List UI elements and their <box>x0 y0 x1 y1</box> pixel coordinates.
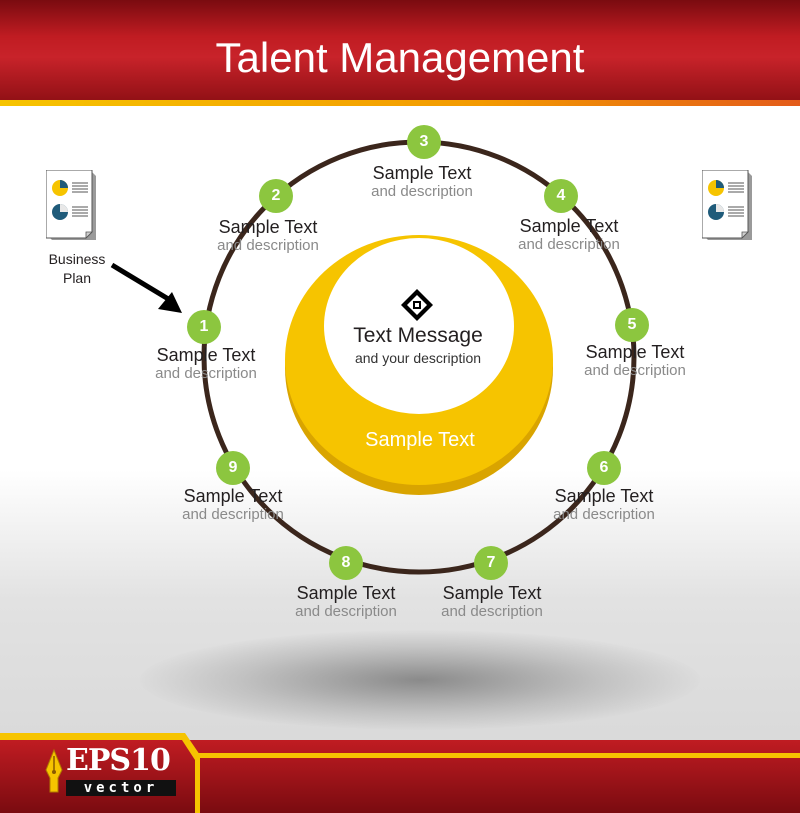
spacer <box>150 262 204 293</box>
business-plan-label: Business Plan <box>48 251 106 286</box>
arrow-shaft <box>110 262 172 303</box>
document-icon <box>46 170 96 240</box>
step-title: Sample Text <box>183 486 283 506</box>
step-node-4: 4 <box>544 179 578 213</box>
arrow-head <box>158 292 182 313</box>
step-description: and description <box>295 603 397 620</box>
step-title: Sample Text <box>296 583 396 603</box>
step-label-6: Sample Text and description <box>524 486 684 524</box>
center-title: Text Message <box>353 324 483 347</box>
step-label-3: Sample Text and description <box>342 163 502 201</box>
step-node-2: 2 <box>259 179 293 213</box>
step-description: and description <box>371 183 473 200</box>
step-node-9: 9 <box>216 451 250 485</box>
footer-notch <box>0 740 195 813</box>
step-title: Sample Text <box>218 217 318 237</box>
step-description: and description <box>553 506 655 523</box>
footer-stripe <box>197 753 800 758</box>
step-label-4: Sample Text and description <box>489 216 649 254</box>
page-title: Talent Management <box>215 34 585 81</box>
step-description: and description <box>518 236 620 253</box>
step-label-2: Sample Text and description <box>188 217 348 255</box>
step-description: and description <box>217 237 319 254</box>
document-icon <box>702 170 752 240</box>
eps-badge-text: EPS10 <box>66 743 171 778</box>
header-bar <box>0 0 800 104</box>
step-description: and description <box>584 362 686 379</box>
step-title: Sample Text <box>519 216 619 236</box>
step-title: Sample Text <box>585 342 685 362</box>
step-node-8: 8 <box>329 546 363 580</box>
step-label-5: Sample Text and description <box>555 342 715 380</box>
eps10-badge: EPS10 vector <box>44 744 179 800</box>
step-title: Sample Text <box>156 345 256 365</box>
step-title: Sample Text <box>372 163 472 183</box>
step-node-3: 3 <box>407 125 441 159</box>
vector-badge-text: vector <box>66 780 176 796</box>
pen-nib-icon <box>45 748 63 793</box>
step-label-8: Sample Text and description <box>266 583 426 621</box>
diamond-icon <box>401 289 433 321</box>
step-node-5: 5 <box>615 308 649 342</box>
step-label-1: Sample Text and description <box>126 345 286 383</box>
step-node-1: 1 <box>187 310 221 344</box>
step-description: and description <box>155 365 257 382</box>
step-description: and description <box>182 506 284 523</box>
step-node-6: 6 <box>587 451 621 485</box>
step-label-7: Sample Text and description <box>412 583 572 621</box>
step-node-7: 7 <box>474 546 508 580</box>
step-description: and description <box>441 603 543 620</box>
center-hole <box>324 238 514 414</box>
ring-label: Sample Text <box>365 429 475 451</box>
header-stripe <box>0 100 800 106</box>
step-title: Sample Text <box>554 486 654 506</box>
drop-shadow <box>140 630 700 730</box>
step-label-9: Sample Text and description <box>153 486 313 524</box>
step-title: Sample Text <box>442 583 542 603</box>
center-description: and your description <box>354 350 482 366</box>
